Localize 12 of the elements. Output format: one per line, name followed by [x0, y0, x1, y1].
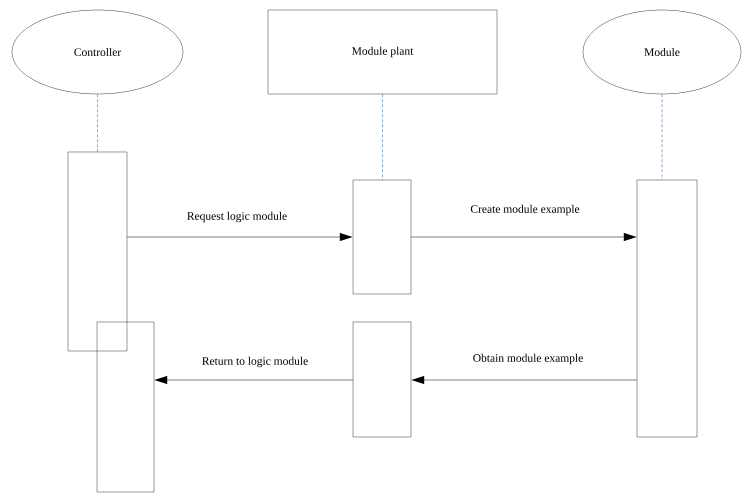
- activation-bar: [636, 180, 698, 438]
- activation-bar: [352, 322, 412, 438]
- activation-bar: [68, 152, 128, 352]
- edge-label: Request logic module: [187, 212, 287, 222]
- activation-bar: [352, 180, 412, 294]
- activation-bar: [96, 322, 154, 492]
- lifeline-box: Module plant: [268, 10, 498, 94]
- edge-label: Return to logic module: [202, 356, 308, 368]
- edge-label: Obtain module example: [473, 354, 583, 364]
- lifeline: [97, 94, 98, 152]
- lifeline: [382, 94, 383, 180]
- edge-label: Create module example: [470, 204, 580, 216]
